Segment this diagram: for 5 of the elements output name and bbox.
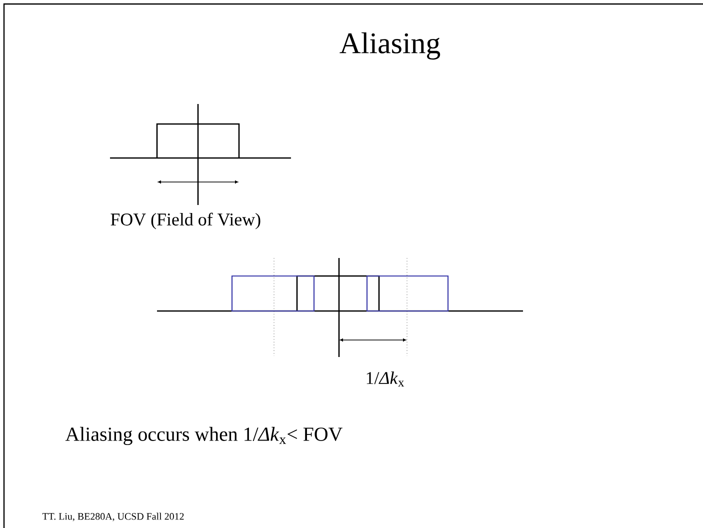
condition-text: Aliasing occurs when 1/Δk$_{x}$< FOV: [65, 426, 342, 446]
period-label: 1/Δk$_{x}$: [366, 371, 404, 386]
fov-label: FOV (Field of View): [110, 212, 260, 230]
slide-title: Aliasing: [340, 32, 440, 60]
footer-text: TT. Liu, BE280A, UCSD Fall 2012: [42, 512, 184, 522]
